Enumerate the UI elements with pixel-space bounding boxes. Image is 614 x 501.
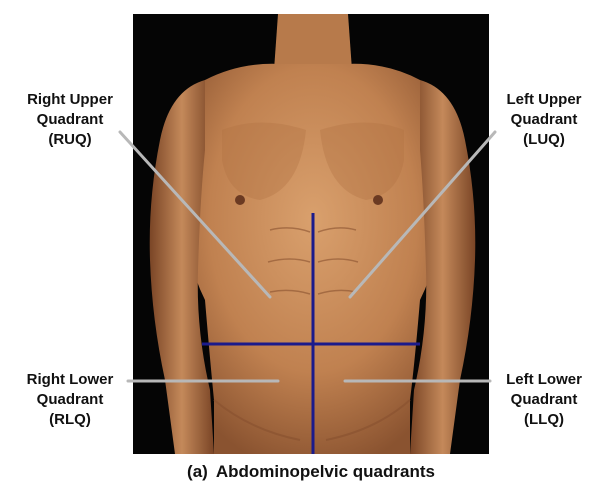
label-ruq-line2: Quadrant (36, 111, 104, 128)
label-rlq-line1: Right Lower (26, 371, 114, 388)
label-ruq-abbr: (RUQ) (48, 131, 92, 148)
label-luq-line2: Quadrant (510, 111, 578, 128)
caption-tag: (a) (187, 462, 208, 481)
hip-contour (213, 399, 411, 441)
label-rlq: Right Lower Quadrant (RLQ) (10, 370, 130, 430)
label-llq-abbr: (LLQ) (524, 411, 564, 428)
label-ruq-line1: Right Upper (27, 91, 113, 108)
label-rlq-abbr: (RLQ) (49, 411, 91, 428)
label-luq-line1: Left Upper (506, 91, 582, 108)
label-llq-line1: Left Lower (506, 371, 582, 388)
label-luq: Left Upper Quadrant (LUQ) (484, 90, 604, 150)
nipple-left (373, 195, 383, 205)
figure-caption: (a) Abdominopelvic quadrants (133, 462, 489, 482)
abdominal-muscles (267, 227, 359, 295)
leader-ruq (118, 130, 272, 299)
right-arm-shape (149, 80, 214, 454)
label-llq-line2: Quadrant (510, 391, 578, 408)
label-ruq: Right Upper Quadrant (RUQ) (10, 90, 130, 150)
label-llq: Left Lower Quadrant (LLQ) (484, 370, 604, 430)
neck-shape (274, 14, 352, 70)
chest-shading (222, 122, 306, 200)
chest-shading-2 (320, 122, 404, 200)
nipple-right (235, 195, 245, 205)
leader-luq (348, 130, 497, 299)
leader-lines (118, 130, 497, 383)
label-luq-abbr: (LUQ) (523, 131, 565, 148)
label-rlq-line2: Quadrant (36, 391, 104, 408)
caption-text: Abdominopelvic quadrants (215, 462, 435, 481)
